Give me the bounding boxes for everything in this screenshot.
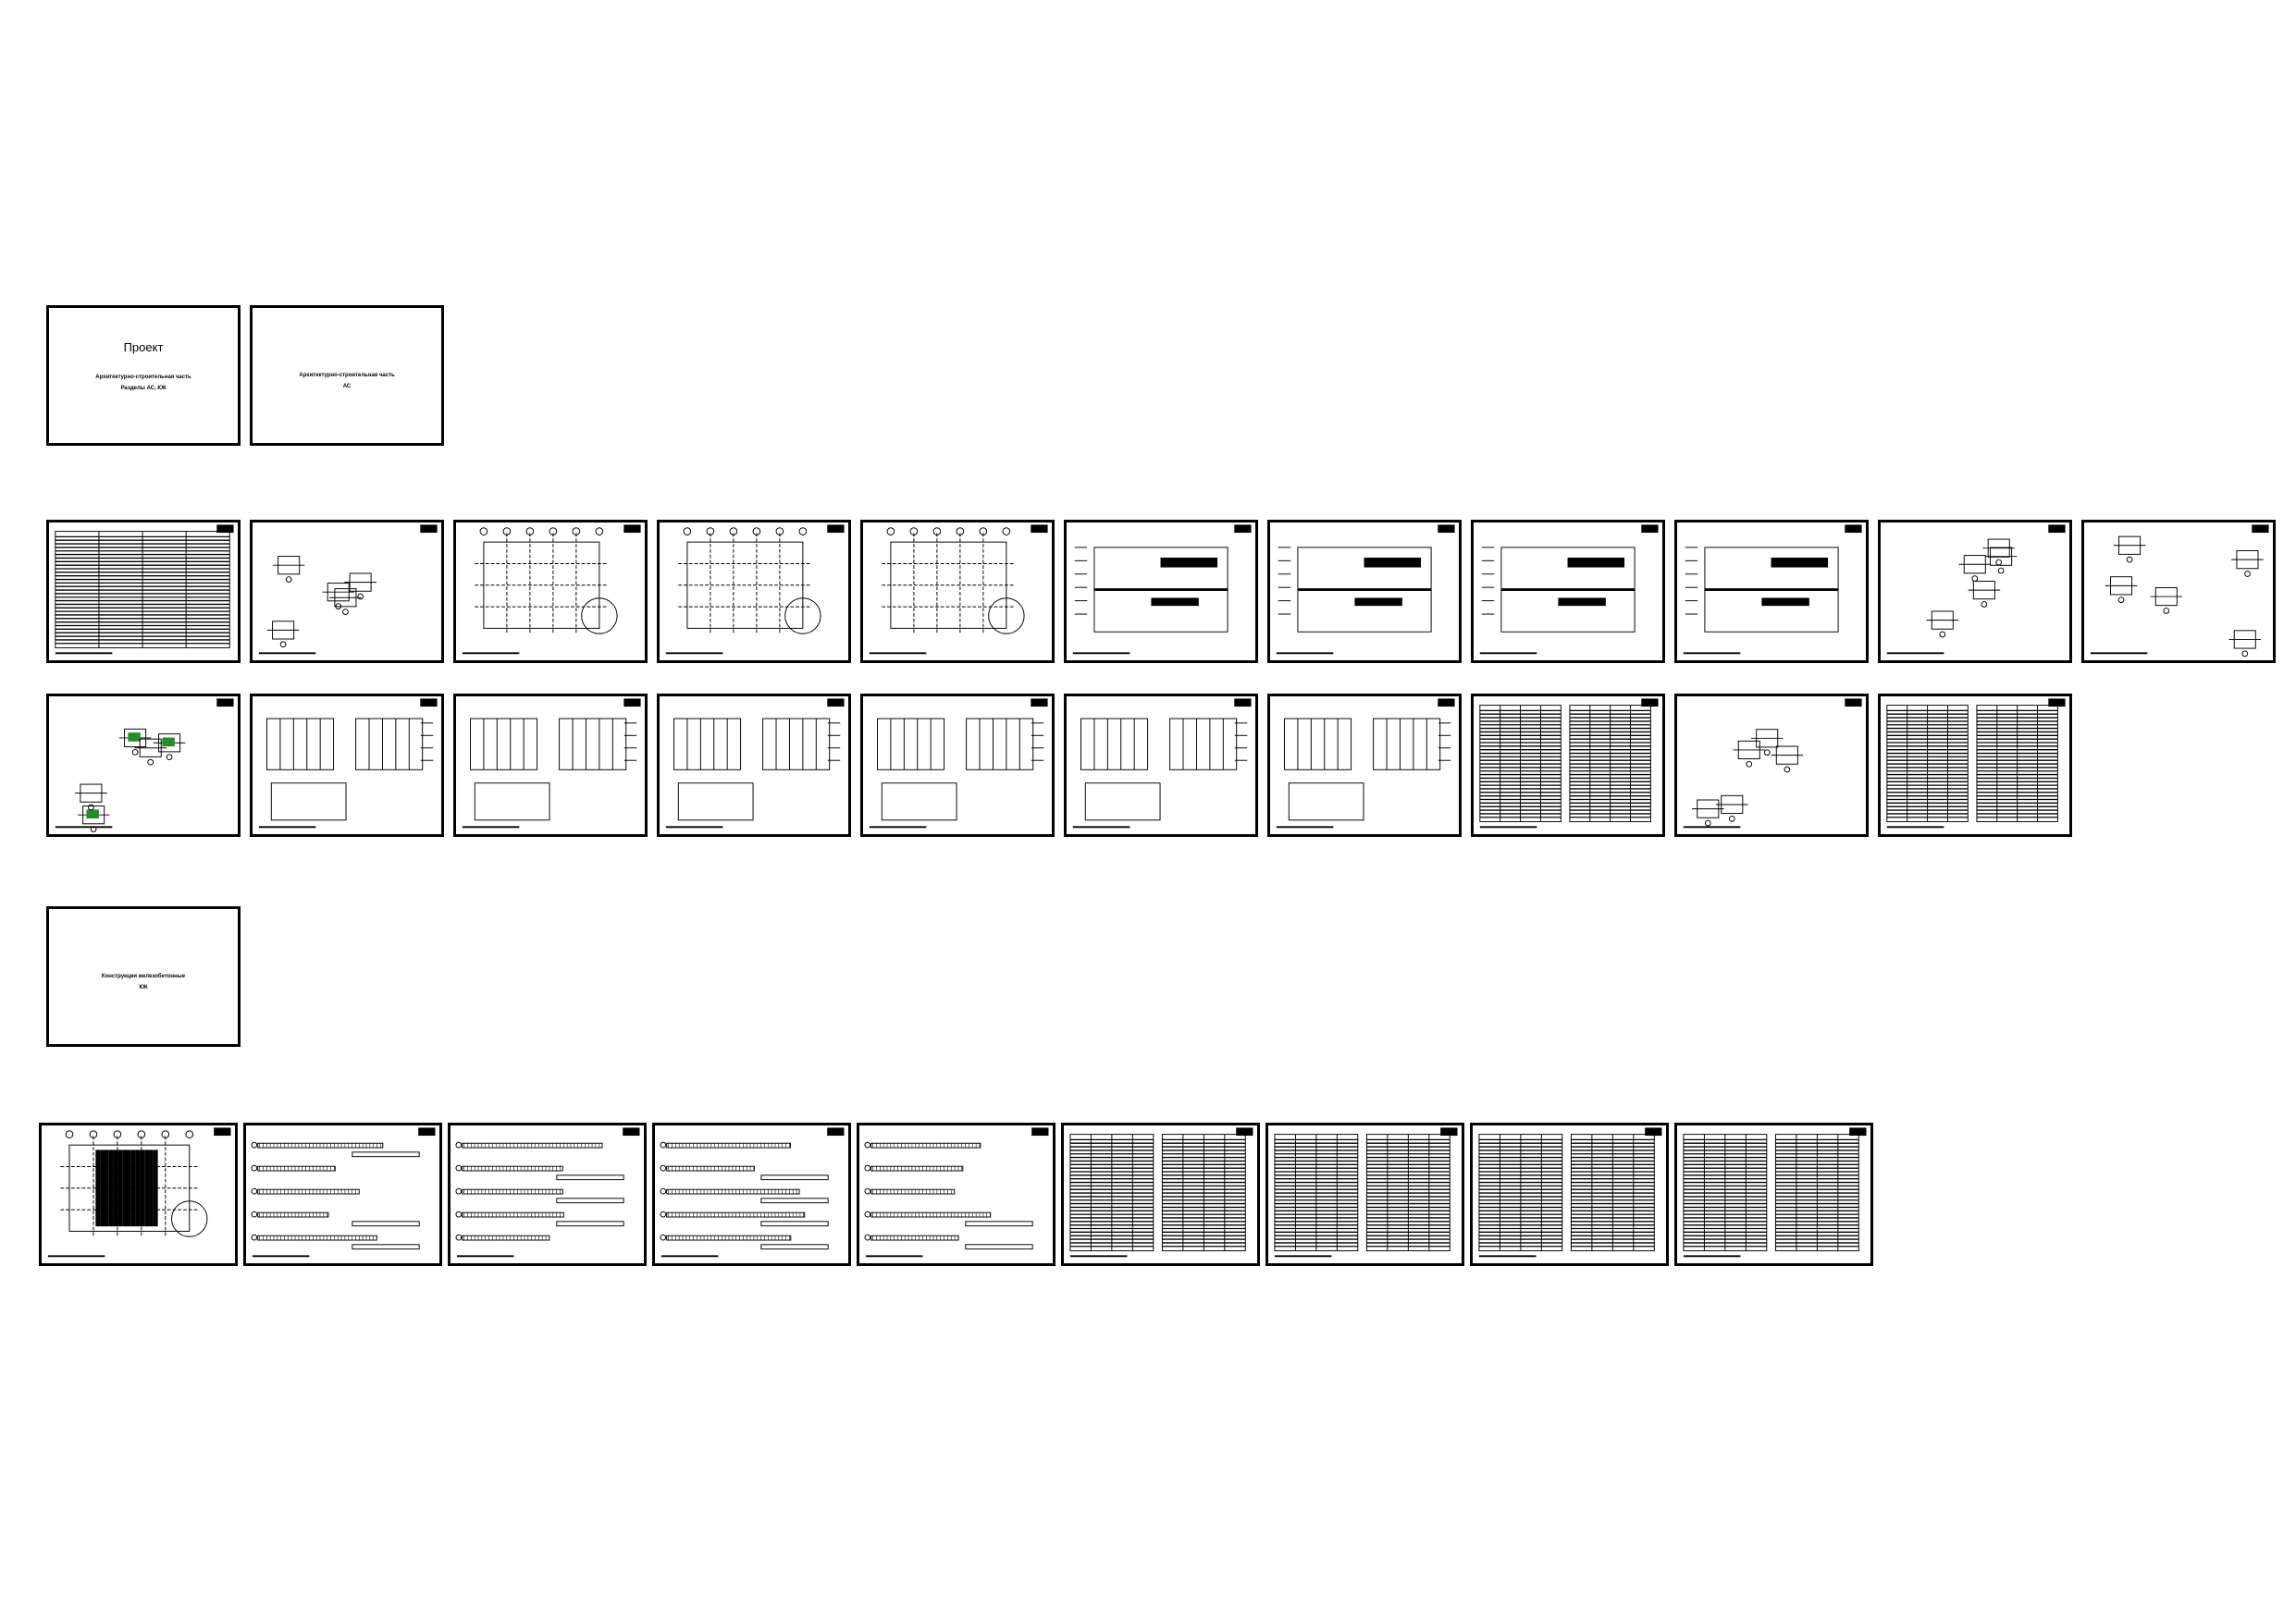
- sheet-drawing: [55, 524, 234, 655]
- sheet-drawing: [869, 524, 1048, 655]
- sheet-drawing: [1683, 698, 1862, 829]
- sheet-section-2[interactable]: [1267, 520, 1462, 663]
- cover-subtitle: Архитектурно-строительная часть: [299, 373, 395, 378]
- sheet-plan-2[interactable]: [657, 520, 851, 663]
- sheet-drawing: [1072, 698, 1252, 829]
- sheet-drawing: [1886, 524, 2066, 655]
- sheet-plan-1[interactable]: [453, 520, 648, 663]
- sheet-drawing: [665, 698, 845, 829]
- sheet-facade-3[interactable]: [657, 694, 851, 837]
- cover-code: КЖ: [139, 985, 148, 990]
- sheet-drawing: [864, 1127, 1049, 1258]
- sheet-node-details-3[interactable]: [46, 694, 241, 837]
- sheet-drawing: [1886, 698, 2066, 829]
- sheet-spec-table-2[interactable]: [1878, 694, 2072, 837]
- sheet-node-details-1[interactable]: [1878, 520, 2072, 663]
- sheet-node-details-2[interactable]: [2081, 520, 2276, 663]
- sheet-drawing: [1479, 698, 1659, 829]
- sheet-facade-1[interactable]: [250, 694, 444, 837]
- sheet-drawing: [55, 698, 234, 832]
- sheet-notes[interactable]: [250, 520, 444, 663]
- sheet-section-3[interactable]: [1471, 520, 1665, 663]
- sheet-spec-table-1[interactable]: [1471, 694, 1665, 837]
- sheet-drawing: [251, 1127, 436, 1258]
- sheet-drawing: [47, 1127, 231, 1258]
- sheet-foundation-plan[interactable]: [39, 1123, 238, 1266]
- sheet-drawing: [1683, 524, 1862, 655]
- sheet-drawing: [665, 524, 845, 655]
- sheet-spec-table-5[interactable]: [1470, 1123, 1669, 1266]
- cover-sheet-kzh[interactable]: Конструкции железобетонные КЖ: [46, 906, 241, 1047]
- sheet-spec-table-4[interactable]: [1265, 1123, 1464, 1266]
- sheet-drawing: [1072, 524, 1252, 655]
- sheet-roof-plan[interactable]: [860, 520, 1055, 663]
- sheet-facade-2[interactable]: [453, 694, 648, 837]
- sheet-facade-4[interactable]: [860, 694, 1055, 837]
- sheet-drawing: [1274, 1127, 1458, 1258]
- sheet-beams-2[interactable]: [448, 1123, 647, 1266]
- sheet-drawing: [1479, 524, 1659, 655]
- sheet-drawing: [1276, 524, 1455, 655]
- cover-subtitle: Архитектурно-строительная часть: [95, 375, 191, 380]
- cover-title: Проект: [123, 340, 164, 354]
- sheet-beams-1[interactable]: [243, 1123, 442, 1266]
- sheet-drawing: [462, 524, 641, 655]
- sheet-drawing: [869, 698, 1048, 829]
- sheet-drawing: [455, 1127, 640, 1258]
- cover-subtitle: Конструкции железобетонные: [101, 974, 186, 979]
- sheet-section-1[interactable]: [1064, 520, 1258, 663]
- sheet-drawing: [660, 1127, 845, 1258]
- sheet-section-4[interactable]: [1674, 520, 1869, 663]
- sheet-drawing: [1683, 1127, 1867, 1258]
- sheet-drawing: [1069, 1127, 1253, 1258]
- sheet-drawing: [1478, 1127, 1662, 1258]
- sheet-general-data[interactable]: [46, 520, 241, 663]
- sheet-drawing: [258, 524, 438, 655]
- sheet-spec-table-3[interactable]: [1061, 1123, 1260, 1266]
- sheet-drawing: [2090, 524, 2269, 658]
- cover-code: АС: [342, 384, 352, 389]
- sheet-node-details-4[interactable]: [1674, 694, 1869, 837]
- sheet-drawing: [258, 698, 438, 829]
- sheet-spec-table-6[interactable]: [1674, 1123, 1873, 1266]
- sheet-drawing: [1276, 698, 1455, 829]
- sheet-facade-5[interactable]: [1064, 694, 1258, 837]
- cover-sheet-as[interactable]: Архитектурно-строительная часть АС: [250, 305, 444, 446]
- cover-sheet-project[interactable]: Проект Архитектурно-строительная часть Р…: [46, 305, 241, 446]
- sheet-beams-4[interactable]: [857, 1123, 1055, 1266]
- sheet-drawing: [462, 698, 641, 829]
- sheet-facade-6[interactable]: [1267, 694, 1462, 837]
- cover-code: Разделы АС, КЖ: [120, 386, 167, 391]
- sheet-beams-3[interactable]: [652, 1123, 851, 1266]
